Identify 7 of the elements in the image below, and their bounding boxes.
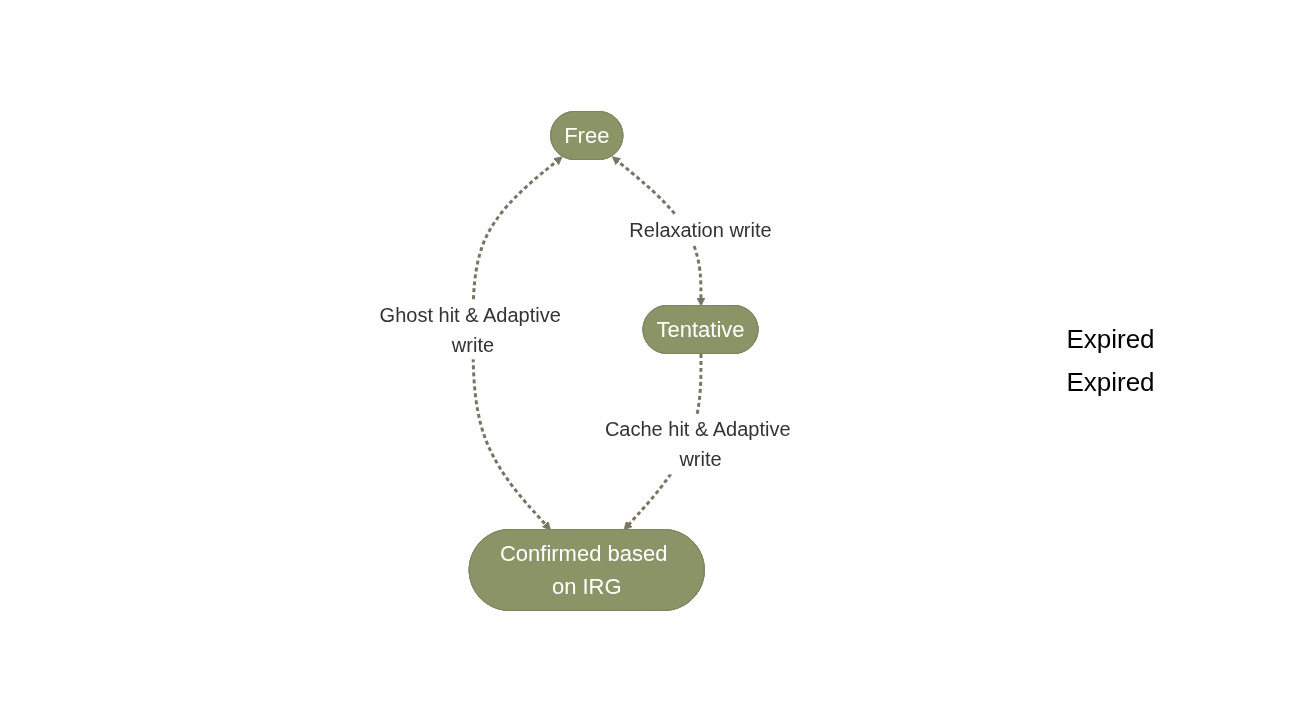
arrow (471, 155, 563, 530)
arrow (611, 155, 705, 306)
edge-label: Cache hit & Adaptive write (604, 418, 791, 470)
edge-label: Relaxation write (629, 218, 772, 240)
edge-label: Ghost hit & Adaptive write (379, 303, 561, 355)
note-label: Expired (1066, 323, 1155, 355)
note-label: Expired (1066, 366, 1155, 398)
